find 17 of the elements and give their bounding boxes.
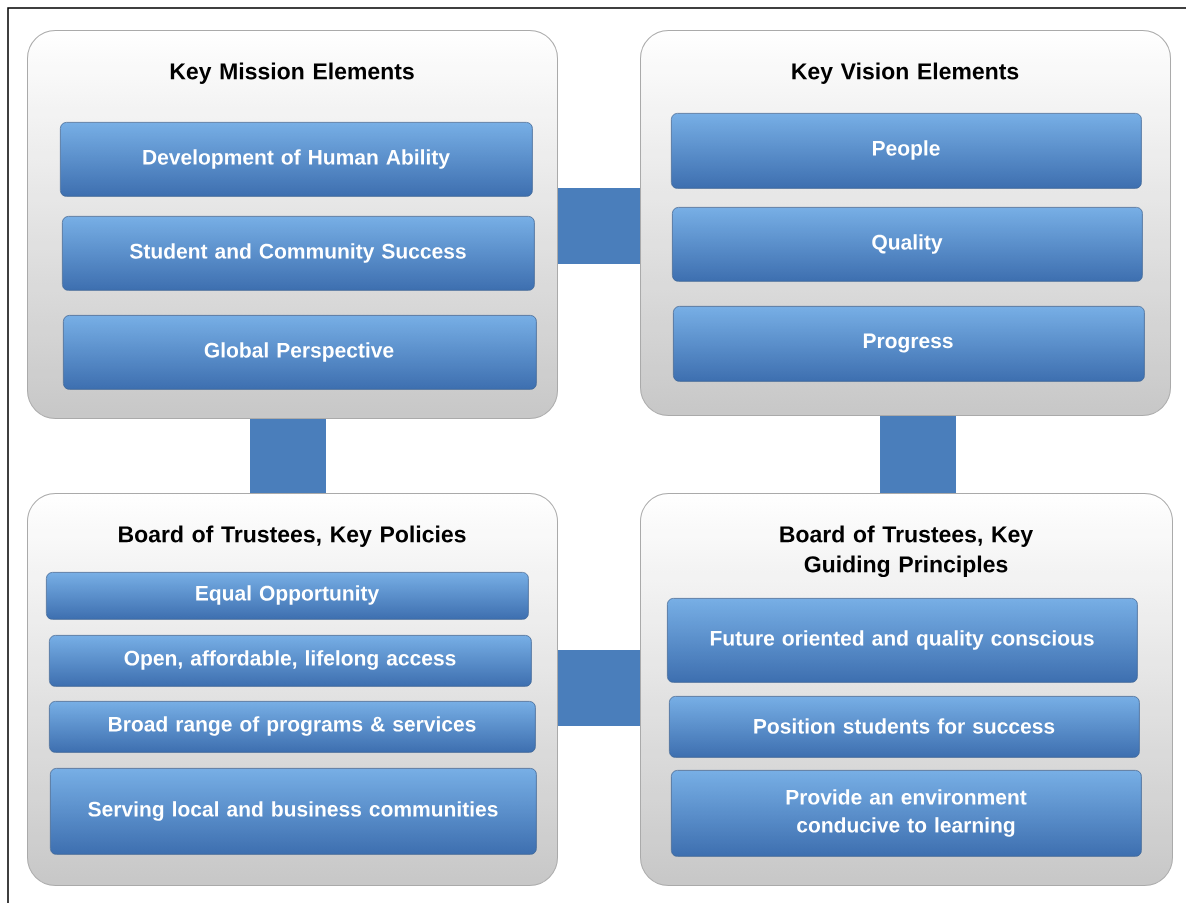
element-box: Global Perspective [63,315,537,390]
connector-bar [250,419,326,493]
element-box: People [671,113,1142,189]
element-box: Future oriented and quality conscious [667,598,1138,683]
element-box: Development of Human Ability [60,122,533,197]
connector-bar [880,416,956,493]
element-box: Open, affordable, lifelong access [49,635,532,687]
element-box: Serving local and business communities [50,768,537,855]
element-box: Position students for success [669,696,1140,758]
connector-bar [558,188,640,264]
element-box: Quality [672,207,1143,282]
element-box: Provide an environment conducive to learning [671,770,1142,857]
element-box: Student and Community Success [62,216,535,291]
element-box: Broad range of programs & services [49,701,536,753]
element-box: Progress [673,306,1145,382]
element-box: Equal Opportunity [46,572,529,620]
connector-bar [558,650,640,726]
